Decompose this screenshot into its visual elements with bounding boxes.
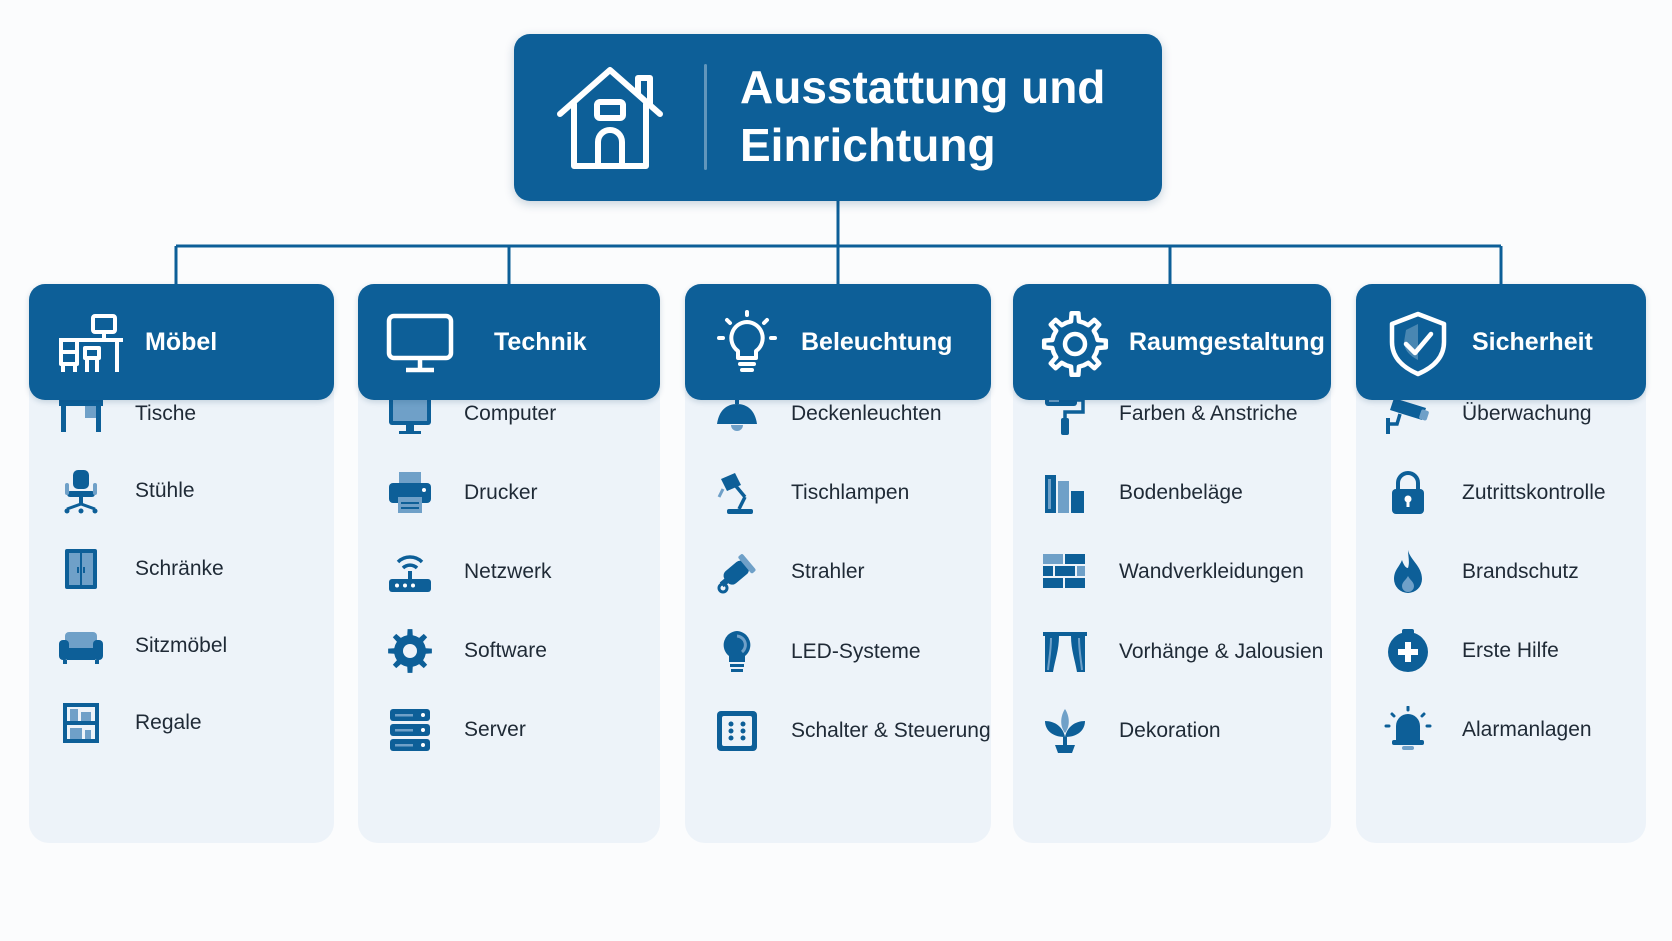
list-item-label: Schalter & Steuerung bbox=[791, 719, 991, 742]
list-item-label: Alarmanlagen bbox=[1462, 718, 1592, 741]
list-item-schraenke: Schränke bbox=[29, 539, 334, 599]
list-item-tischlampen: Tischlampen bbox=[685, 463, 991, 523]
padlock-icon bbox=[1392, 471, 1424, 514]
category-title: Technik bbox=[494, 328, 587, 356]
list-item-vorhaenge-jalousien: Vorhänge & Jalousien bbox=[1013, 622, 1331, 682]
root-node: Ausstattung und Einrichtung bbox=[514, 34, 1162, 201]
category-beleuchtung-panel: Deckenleuchten Tischlampen Strahler bbox=[685, 358, 991, 843]
wall-bricks-icon bbox=[1043, 554, 1085, 588]
first-aid-icon bbox=[1388, 629, 1428, 672]
list-item-label: Vorhänge & Jalousien bbox=[1119, 640, 1324, 663]
category-moebel-panel: Tische Stühle Schränke bbox=[29, 358, 334, 843]
list-item-label: Netzwerk bbox=[464, 560, 552, 583]
curtains-icon bbox=[1043, 632, 1087, 672]
table-icon bbox=[59, 400, 103, 432]
desk-lamp-icon bbox=[717, 473, 753, 514]
list-item-regale: Regale bbox=[29, 693, 334, 753]
list-item-label: Bodenbeläge bbox=[1119, 481, 1243, 504]
category-sicherheit-panel: Überwachung Zutrittskontrolle Brandschut… bbox=[1356, 358, 1646, 843]
lightbulb-icon bbox=[717, 310, 777, 372]
category-sicherheit-header: Sicherheit bbox=[1356, 284, 1646, 400]
list-item-label: Tische bbox=[135, 402, 197, 425]
list-item-label: Schränke bbox=[135, 557, 224, 580]
list-item-zutrittskontrolle: Zutrittskontrolle bbox=[1356, 463, 1646, 523]
list-item-label: Sitzmöbel bbox=[135, 634, 228, 657]
category-title: Möbel bbox=[145, 328, 218, 356]
category-moebel-header: Möbel bbox=[29, 284, 334, 400]
list-item-label: Tischlampen bbox=[791, 481, 910, 504]
list-item-label: Server bbox=[464, 718, 526, 741]
list-item-ueberwachung: Überwachung bbox=[1356, 384, 1646, 444]
list-item-wandverkleidungen: Wandverkleidungen bbox=[1013, 542, 1331, 602]
cabinet-icon bbox=[65, 549, 97, 589]
desk-workstation-icon bbox=[59, 314, 123, 372]
gear-icon bbox=[1041, 310, 1109, 378]
flooring-icon bbox=[1045, 475, 1084, 513]
security-camera-icon bbox=[1386, 398, 1429, 434]
category-raumgestaltung-panel: Farben & Anstriche Bodenbeläge Wandverkl… bbox=[1013, 358, 1331, 843]
list-item-label: Wandverkleidungen bbox=[1119, 560, 1304, 583]
flame-icon bbox=[1394, 550, 1422, 593]
list-item-brandschutz: Brandschutz bbox=[1356, 542, 1646, 602]
computer-icon bbox=[389, 395, 431, 434]
list-item-label: Computer bbox=[464, 402, 557, 425]
house-icon bbox=[557, 67, 663, 169]
led-bulb-icon bbox=[723, 631, 751, 672]
list-item-label: Regale bbox=[135, 711, 202, 734]
monitor-icon bbox=[386, 313, 454, 373]
list-item-label: Software bbox=[464, 639, 547, 662]
list-item-label: Deckenleuchten bbox=[791, 402, 942, 425]
spotlight-icon bbox=[717, 554, 756, 594]
category-title: Raumgestaltung bbox=[1129, 328, 1325, 356]
server-icon bbox=[390, 709, 430, 751]
list-item-label: Farben & Anstriche bbox=[1119, 402, 1298, 425]
printer-icon bbox=[389, 472, 431, 513]
list-item-label: Stühle bbox=[135, 479, 195, 502]
category-technik-header: Technik bbox=[358, 284, 660, 400]
list-item-label: Erste Hilfe bbox=[1462, 639, 1559, 662]
list-item-label: Überwachung bbox=[1462, 402, 1592, 425]
office-chair-icon bbox=[64, 470, 98, 514]
category-technik-panel: Computer Drucker Netzwerk S bbox=[358, 358, 660, 843]
list-item-computer: Computer bbox=[358, 384, 660, 444]
list-item-led-systeme: LED-Systeme bbox=[685, 622, 991, 682]
list-item-label: Brandschutz bbox=[1462, 560, 1579, 583]
list-item-label: Dekoration bbox=[1119, 719, 1221, 742]
list-item-server: Server bbox=[358, 700, 660, 760]
list-item-alarmanlagen: Alarmanlagen bbox=[1356, 700, 1646, 760]
list-item-dekoration: Dekoration bbox=[1013, 701, 1331, 761]
list-item-label: LED-Systeme bbox=[791, 640, 921, 663]
list-item-label: Strahler bbox=[791, 560, 865, 583]
list-item-schalter-steuerung: Schalter & Steuerung bbox=[685, 701, 991, 761]
list-item-software: Software bbox=[358, 621, 660, 681]
gear-icon bbox=[388, 629, 432, 673]
category-beleuchtung-header: Beleuchtung bbox=[685, 284, 991, 400]
list-item-drucker: Drucker bbox=[358, 463, 660, 523]
category-title: Sicherheit bbox=[1472, 328, 1593, 356]
alarm-bell-icon bbox=[1384, 706, 1432, 750]
list-item-label: Zutrittskontrolle bbox=[1462, 481, 1606, 504]
list-item-tische: Tische bbox=[29, 384, 334, 444]
list-item-netzwerk: Netzwerk bbox=[358, 542, 660, 602]
list-item-erste-hilfe: Erste Hilfe bbox=[1356, 621, 1646, 681]
switch-panel-icon bbox=[717, 711, 757, 751]
list-item-sitzmoebel: Sitzmöbel bbox=[29, 616, 334, 676]
list-item-strahler: Strahler bbox=[685, 542, 991, 602]
shield-check-icon bbox=[1389, 311, 1447, 377]
list-item-stuehle: Stühle bbox=[29, 461, 334, 521]
title-divider bbox=[704, 64, 707, 170]
root-title: Ausstattung und Einrichtung bbox=[740, 61, 1106, 171]
list-item-label: Drucker bbox=[464, 481, 538, 504]
category-raumgestaltung-header: Raumgestaltung bbox=[1013, 284, 1331, 400]
router-icon bbox=[389, 555, 431, 592]
list-item-farben-anstriche: Farben & Anstriche bbox=[1013, 384, 1331, 444]
list-item-deckenleuchten: Deckenleuchten bbox=[685, 384, 991, 444]
sofa-icon bbox=[59, 632, 103, 664]
plant-icon bbox=[1045, 709, 1085, 753]
shelf-icon bbox=[63, 703, 99, 743]
list-item-bodenbelaege: Bodenbeläge bbox=[1013, 463, 1331, 523]
category-title: Beleuchtung bbox=[801, 328, 953, 356]
